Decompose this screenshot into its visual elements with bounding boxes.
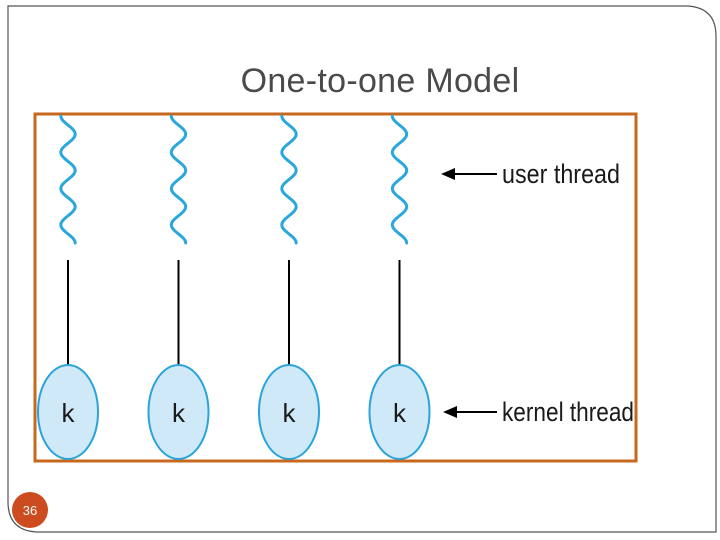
slide-title: One-to-one Model [240, 62, 520, 100]
diagram-frame [33, 112, 638, 463]
kernel-thread-node [37, 364, 99, 460]
thread-pair: k [258, 114, 320, 460]
kernel-thread-node-label: k [393, 398, 407, 428]
user-thread-squiggle-icon [280, 114, 298, 245]
kernel-thread-node-label: k [283, 398, 297, 428]
user-thread-squiggle-icon [59, 114, 77, 245]
thread-pair: k [37, 114, 99, 460]
kernel-thread-node [368, 364, 431, 460]
kernel-thread-node [147, 364, 210, 460]
page-number: 36 [22, 502, 38, 518]
kernel-thread-node-label: k [62, 398, 76, 428]
thread-pair: k [147, 114, 210, 460]
user-thread-squiggle-icon [390, 114, 409, 245]
kernel-thread-arrow-head-icon [443, 406, 457, 418]
kernel-thread-label: kernel thread [502, 397, 634, 427]
kernel-thread-node-label: k [172, 398, 186, 428]
user-thread-arrow-head-icon [441, 168, 455, 180]
user-thread-squiggle-icon [169, 114, 188, 245]
thread-pair: k [368, 114, 431, 460]
kernel-thread-node [258, 364, 320, 460]
page-number-badge: 36 [12, 492, 48, 528]
user-thread-label: user thread [502, 159, 620, 189]
